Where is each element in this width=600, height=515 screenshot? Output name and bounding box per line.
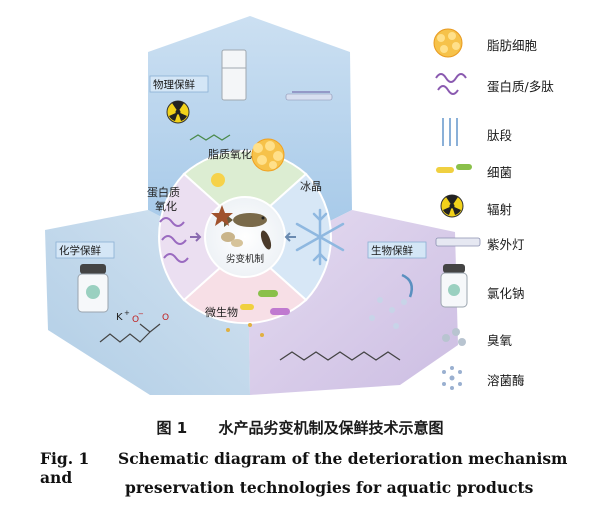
legend-label-lysozyme: 溶菌酶 [487, 373, 525, 388]
biological-preservation-label: 生物保鲜 [371, 244, 413, 257]
radiation-symbol-icon [166, 100, 190, 124]
legend-label-sodium-chloride: 氯化钠 [487, 286, 525, 301]
legend-label-peptide: 肽段 [487, 128, 513, 143]
ice-arrow-icon [284, 232, 296, 242]
figure-number-zh: 图 1 [156, 419, 188, 437]
sea-cucumber-icon [260, 230, 272, 250]
physical-label-box [149, 75, 209, 93]
uv-lamp-icon [435, 237, 481, 247]
svg-text:K: K [116, 312, 123, 323]
fat-cell-cluster-icon [251, 138, 285, 172]
protein-strand-icon [159, 217, 189, 263]
svg-text:+: + [124, 309, 130, 317]
center-label: 劣变机制 [226, 253, 264, 265]
protein-oxidation-label-2: 氧化 [155, 199, 177, 213]
refrigerator-icon [221, 49, 247, 101]
sodium-chloride-icon [440, 264, 468, 308]
ozone-icon [442, 328, 466, 346]
legend-label-bacteria: 细菌 [487, 165, 513, 180]
figure-caption-en-line2: preservation technologies for aquatic pr… [125, 478, 534, 497]
lipid-oxidation-label: 脂质氧化 [208, 147, 252, 161]
peptide-segment-icon [442, 118, 458, 146]
protein-peptide-icon [435, 73, 467, 95]
snowflake-icon [295, 208, 345, 266]
bio-arrow-icon [401, 273, 413, 298]
starfish-icon [211, 205, 233, 226]
figure-title-en-1: Schematic diagram of the deterioration m… [40, 449, 568, 487]
ice-crystal-label: 冰晶 [300, 180, 322, 193]
biological-label-box [367, 241, 427, 259]
potassium-sorbate-structure: K + O − O [99, 309, 169, 343]
chemical-preservation-label: 化学保鲜 [59, 244, 101, 257]
physical-preservation-label: 物理保鲜 [153, 78, 195, 91]
shellfish-icon [221, 232, 243, 247]
fat-cell-icon [433, 28, 463, 58]
radiation-icon [440, 194, 464, 218]
bacteria-cluster-icon [226, 290, 290, 337]
svg-text:−: − [138, 310, 144, 318]
legend-label-fat-cell: 脂肪细胞 [487, 38, 538, 53]
legend-label-protein: 蛋白质/多肽 [487, 79, 554, 94]
bacteria-icon [436, 164, 472, 173]
lipid-chain-icon [189, 134, 231, 141]
fat-droplet-icon [211, 173, 225, 187]
microorganism-label: 微生物 [205, 305, 238, 319]
svg-text:O: O [162, 313, 169, 323]
legend-label-radiation: 辐射 [487, 202, 513, 217]
figure-number-en: Fig. 1 [40, 449, 90, 468]
peptide-chain-icon [279, 351, 401, 361]
chemical-label-box [55, 241, 115, 259]
protein-oxidation-label-1: 蛋白质 [147, 185, 180, 199]
figure-caption-zh: 图 1 水产品劣变机制及保鲜技术示意图 [0, 417, 600, 438]
legend-label-ozone: 臭氧 [487, 333, 513, 348]
legend-label-uv-lamp: 紫外灯 [487, 237, 525, 252]
svg-text:O: O [132, 315, 139, 325]
salt-shaker-icon [77, 264, 109, 313]
figure-title-zh: 水产品劣变机制及保鲜技术示意图 [218, 419, 444, 437]
lysozyme-structure-icon [369, 297, 407, 329]
lysozyme-icon [442, 366, 462, 390]
protein-arrow-icon [190, 232, 202, 242]
center-circle [204, 196, 286, 278]
uv-light-icon [285, 91, 333, 101]
